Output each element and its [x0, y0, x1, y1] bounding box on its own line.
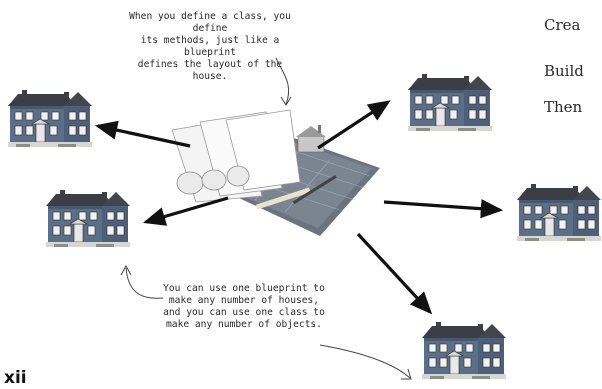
arrow-to-right-house: [384, 202, 500, 210]
house-middle-left: [46, 190, 130, 247]
cut-off-text-line-3: Then: [544, 98, 582, 116]
pointer-line-bottom-right: [320, 345, 410, 378]
page-number: xii: [4, 368, 27, 388]
arrow-to-bottom-right-house: [358, 234, 430, 312]
cut-off-text-line-1: Crea: [544, 16, 580, 34]
annotation-one-blueprint: You can use one blueprint to make any nu…: [150, 283, 338, 331]
annotation-class-definition: When you define a class, you define its …: [118, 11, 302, 83]
house-right: [517, 184, 601, 241]
arrow-to-middle-left-house: [146, 198, 228, 222]
house-bottom-right: [422, 322, 506, 379]
house-top-right: [408, 74, 492, 131]
house-top-left: [8, 90, 92, 147]
cut-off-text-line-2: Build: [544, 62, 584, 80]
arrow-to-top-right-house: [318, 102, 388, 148]
